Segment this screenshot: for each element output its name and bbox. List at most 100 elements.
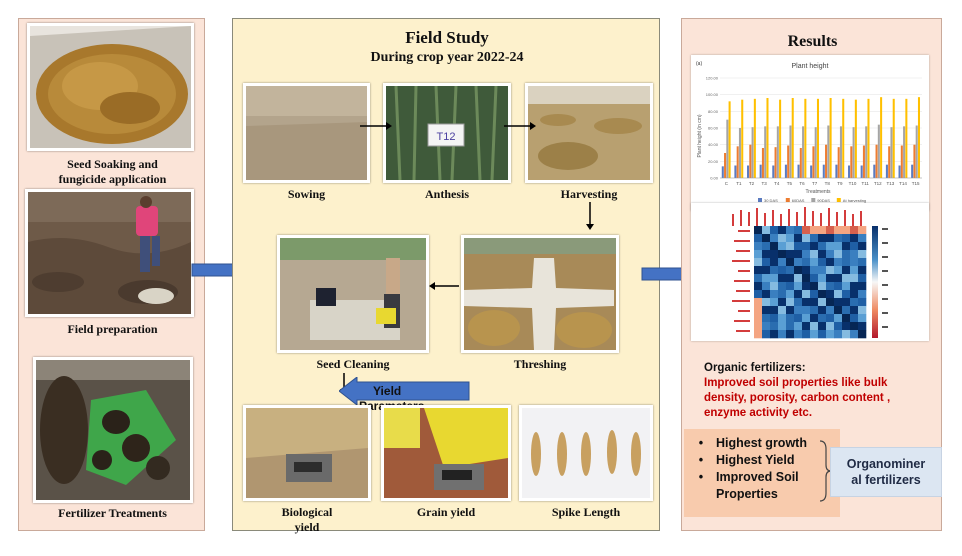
heatmap-cell — [810, 266, 819, 275]
heatmap-cell — [786, 258, 795, 267]
heatmap-cell — [850, 306, 859, 315]
heatmap-cell — [818, 282, 827, 291]
heatmap-cell — [834, 306, 843, 315]
x-tick-label: T2 — [749, 181, 755, 186]
heatmap-cell — [802, 274, 811, 283]
bar-90das-t15 — [915, 125, 918, 178]
heatmap-cell — [850, 234, 859, 243]
seed-cleaning-photo — [277, 235, 429, 353]
heatmap-cell — [754, 274, 763, 283]
x-tick-label: T5 — [787, 181, 793, 186]
heatmap-cell — [778, 314, 787, 323]
heatmap-cell — [858, 306, 867, 315]
heatmap-cell — [850, 250, 859, 259]
y-tick-label: 100.00 — [706, 92, 719, 97]
heatmap-cell — [770, 282, 779, 291]
colorbar-ticks — [882, 228, 888, 328]
legend-label: 30 DAS — [764, 198, 778, 203]
bar-90das-t7 — [814, 127, 817, 178]
heatmap-cell — [786, 282, 795, 291]
benefits-list: •Highest growth •Highest Yield •Improved… — [686, 435, 836, 503]
plot-tag-text: T12 — [437, 131, 456, 143]
spike-length-photo — [519, 405, 653, 501]
heatmap-cell — [834, 290, 843, 299]
heatmap-cell — [802, 226, 811, 235]
bar-at-harvesting-t15 — [917, 97, 921, 178]
bar-at-harvesting-t4 — [779, 99, 782, 178]
bar-90das-t11 — [865, 126, 868, 178]
bar-90das-t8 — [827, 125, 830, 178]
bar-at-harvesting-t1 — [741, 99, 744, 178]
heatmap-cell — [778, 306, 787, 315]
heatmap-cell — [794, 282, 803, 291]
heatmap-cell — [842, 330, 851, 339]
x-tick-label: T12 — [874, 181, 882, 186]
harvesting-photo — [525, 83, 653, 183]
heatmap-cell — [834, 226, 843, 235]
bar-60das-t11 — [862, 145, 865, 178]
bar-60das-t6 — [799, 148, 802, 178]
bar-60das-t1 — [736, 146, 739, 178]
bar-30-das-t10 — [848, 165, 851, 178]
heatmap-cell — [858, 298, 867, 307]
heatmap-cell — [754, 306, 763, 315]
anthesis-caption: Anthesis — [424, 187, 469, 201]
legend-label: 90DAS — [817, 198, 830, 203]
biological-yield-line2: yield — [294, 520, 320, 534]
heatmap-cell — [754, 234, 763, 243]
organic-line1: Improved soil properties like bulk — [704, 377, 888, 389]
heatmap-cell — [850, 274, 859, 283]
x-tick-label: T1 — [736, 181, 742, 186]
plant-height-chart: (a) Plant height Plant height (in cm) Tr… — [691, 55, 929, 211]
spike-length-caption: Spike Length — [551, 505, 621, 519]
bar-60das-t5 — [787, 145, 790, 178]
heatmap-cell — [770, 234, 779, 243]
biological-yield-photo — [243, 405, 371, 501]
bar-90das-t4 — [776, 126, 779, 178]
heatmap-cell — [842, 274, 851, 283]
y-tick-label: 80.00 — [708, 109, 719, 114]
heatmap-cell — [778, 266, 787, 275]
bar-60das-t3 — [761, 148, 764, 178]
heatmap-cell — [794, 290, 803, 299]
organic-line3: enzyme activity etc. — [704, 407, 813, 419]
heatmap-cell — [762, 226, 771, 235]
heatmap-cell — [842, 250, 851, 259]
heatmap-cell — [850, 282, 859, 291]
organic-heading: Organic fertilizers: — [704, 362, 806, 374]
bar-90das-t2 — [751, 127, 754, 178]
bar-90das-t3 — [764, 126, 767, 178]
heatmap-cell — [858, 258, 867, 267]
heatmap-cell — [810, 322, 819, 331]
heatmap-cell — [754, 258, 763, 267]
heatmap-cell — [850, 330, 859, 339]
heatmap-cell — [802, 306, 811, 315]
bar-90das-t13 — [890, 127, 893, 178]
heatmap-cell — [762, 274, 771, 283]
heatmap-cell — [770, 306, 779, 315]
heatmap-cell — [834, 314, 843, 323]
heatmap-cell — [802, 242, 811, 251]
heatmap-cell — [754, 290, 763, 299]
bar-30-das-t8 — [822, 164, 825, 178]
seed-soaking-photo — [27, 23, 194, 151]
bar-at-harvesting-t11 — [867, 98, 870, 178]
heatmap-cell — [762, 290, 771, 299]
heatmap-cell — [802, 234, 811, 243]
fertilizer-treatments-caption: Fertilizer Treatments — [58, 506, 167, 520]
heatmap-cell — [826, 322, 835, 331]
heatmap-cell — [826, 266, 835, 275]
x-tick-label: T8 — [825, 181, 831, 186]
heatmap-cell — [810, 290, 819, 299]
bar-90das-t1 — [738, 128, 741, 178]
heatmap-cell — [858, 282, 867, 291]
heatmap-cell — [850, 298, 859, 307]
heatmap-cell — [778, 322, 787, 331]
heatmap-cell — [762, 242, 771, 251]
heatmap-cell — [754, 314, 763, 323]
heatmap-cell — [802, 250, 811, 259]
bar-at-harvesting-t14 — [905, 98, 908, 178]
x-tick-label: T3 — [762, 181, 768, 186]
heatmap-cell — [778, 250, 787, 259]
heatmap-cell — [826, 250, 835, 259]
